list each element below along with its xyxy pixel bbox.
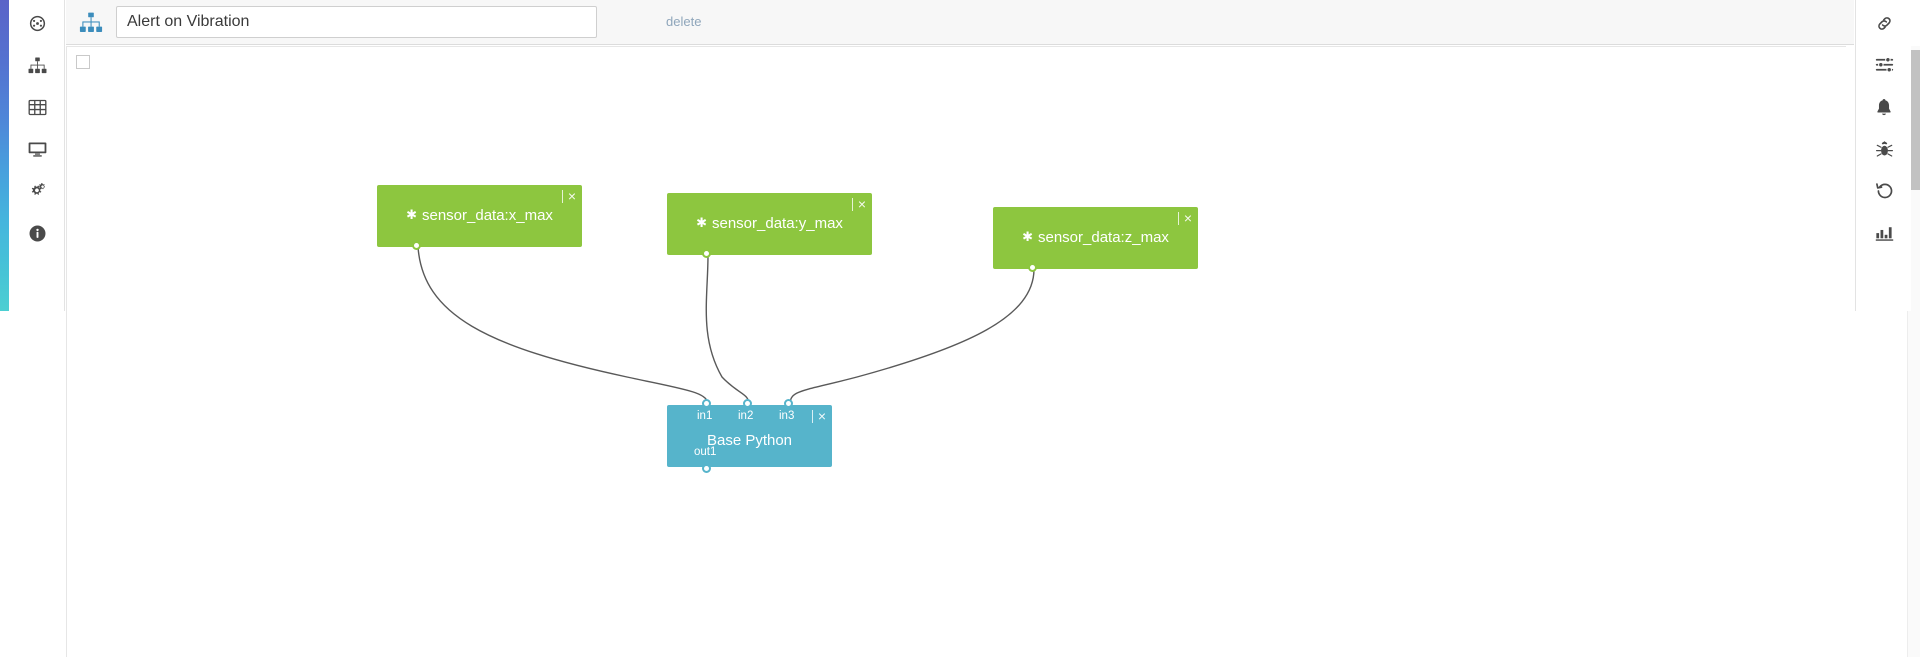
node-close-divider [851,198,853,211]
node-close-divider [811,410,813,423]
edge-y_max-out-to-base_python-in2[interactable] [705,254,750,406]
flow-canvas[interactable]: × ✱ sensor_data:x_max × ✱ sensor_data:y_max × ✱… [66,46,1854,657]
node-title-label: sensor_data:z_max [1038,229,1169,246]
flow-node-x_max[interactable]: × ✱ sensor_data:x_max [377,185,582,250]
sitemap-icon [28,56,47,74]
node-title: ✱ sensor_data:y_max [667,215,872,232]
node-close-divider [561,190,563,203]
node-title: ✱ sensor_data:z_max [993,229,1198,246]
node-close-icon[interactable]: × [811,408,826,424]
node-close-x[interactable]: × [1183,210,1192,226]
table-grid-icon [28,99,47,116]
canvas-scrollbar-thumb[interactable] [1909,50,1920,190]
node-title-label: sensor_data:x_max [422,207,553,224]
node-input-label-in2: in2 [738,410,754,422]
left-navigation-rail [9,0,65,311]
info-circle-icon [28,224,47,243]
gears-icon [27,182,47,200]
history-undo-icon [1875,182,1894,201]
delete-flow-link[interactable]: delete [666,14,702,29]
flow-node-y_max[interactable]: × ✱ sensor_data:y_max [667,193,872,258]
sidebar-item-dashboard[interactable] [18,4,56,42]
node-close-icon[interactable]: × [1177,210,1192,226]
node-title-label: sensor_data:y_max [712,215,843,232]
node-input-port-in1[interactable] [702,399,711,408]
node-close-x[interactable]: × [817,408,826,424]
sitemap-icon [75,6,107,38]
node-input-label-in3: in3 [779,410,795,422]
tool-item-alerts[interactable] [1865,88,1903,126]
minimap-toggle-handle[interactable] [76,55,90,69]
bar-chart-icon [1875,224,1894,242]
bell-icon [1875,98,1893,117]
flow-canvas-surface[interactable]: × ✱ sensor_data:x_max × ✱ sensor_data:y_max × ✱… [66,46,1846,657]
node-title: ✱ sensor_data:x_max [377,207,582,224]
bug-icon [1875,140,1894,159]
graph-layer: × ✱ sensor_data:x_max × ✱ sensor_data:y_max × ✱… [67,47,1847,657]
sidebar-item-monitor[interactable] [18,130,56,168]
right-tools-rail [1855,0,1911,311]
edge-x_max-out-to-base_python-in1[interactable] [417,246,709,406]
node-output-port-out1[interactable] [702,464,711,473]
node-input-port-in2[interactable] [743,399,752,408]
edge-z_max-out-to-base_python-in3[interactable] [789,268,1035,406]
node-close-x[interactable]: × [567,188,576,204]
node-output-port-y_max[interactable] [702,249,711,258]
dashboard-gauge-icon [28,14,47,33]
flow-title-input[interactable] [116,6,597,38]
monitor-icon [28,141,47,158]
tool-item-statistics[interactable] [1865,214,1903,252]
node-close-icon[interactable]: × [851,196,866,212]
link-chain-icon [1875,14,1894,33]
node-output-port-x_max[interactable] [412,241,421,250]
node-output-port-z_max[interactable] [1028,263,1037,272]
editor-toolbar: delete [66,0,1854,45]
node-close-x[interactable]: × [857,196,866,212]
tool-item-debug[interactable] [1865,130,1903,168]
node-close-divider [1177,212,1179,225]
snowflake-asterisk-icon: ✱ [1022,229,1033,244]
sliders-icon [1875,57,1894,73]
snowflake-asterisk-icon: ✱ [696,215,707,230]
left-accent-gradient-bar [0,0,9,311]
sidebar-item-flows[interactable] [18,46,56,84]
node-close-icon[interactable]: × [561,188,576,204]
tool-item-links[interactable] [1865,4,1903,42]
sidebar-item-settings[interactable] [18,172,56,210]
snowflake-asterisk-icon: ✱ [406,207,417,222]
flow-node-z_max[interactable]: × ✱ sensor_data:z_max [993,207,1198,272]
node-input-port-in3[interactable] [784,399,793,408]
flow-node-base_python[interactable]: × Base Python in1 in2 in3 out1 [667,399,832,473]
node-input-label-in1: in1 [697,410,713,422]
node-output-label-out1: out1 [694,446,717,458]
sidebar-item-about[interactable] [18,214,56,252]
sidebar-item-tables[interactable] [18,88,56,126]
tool-item-history[interactable] [1865,172,1903,210]
node-title: Base Python [706,432,793,449]
tool-item-properties[interactable] [1865,46,1903,84]
edge-connections [417,246,1035,406]
